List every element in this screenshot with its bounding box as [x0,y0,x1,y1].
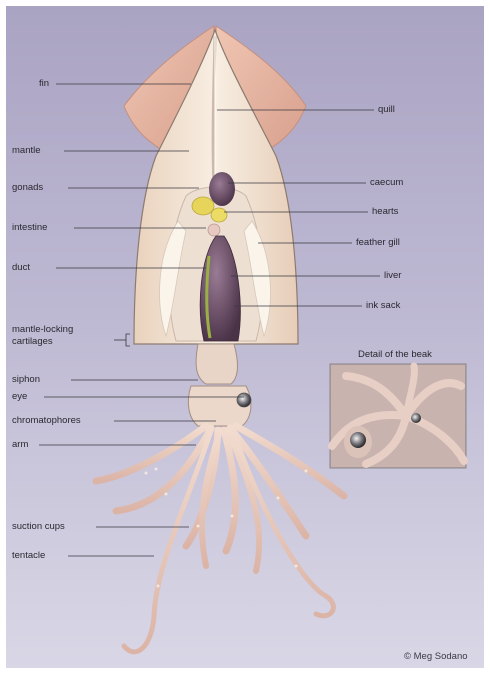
label-eye: eye [12,391,27,402]
credit-text: © Meg Sodano [404,651,468,662]
label-quill: quill [378,104,395,115]
label-hearts: hearts [372,206,398,217]
label-caecum: caecum [370,177,403,188]
label-mantle: mantle [12,145,41,156]
label-gonads: gonads [12,182,43,193]
label-liver: liver [384,270,401,281]
label-fin: fin [39,78,49,89]
label-ink-sack: ink sack [366,300,400,311]
siphon-shape [196,344,237,384]
hearts-shape [211,208,227,222]
label-cartilages: cartilages [12,336,53,347]
squid-illustration [6,6,484,668]
label-siphon: siphon [12,374,40,385]
arms [96,426,344,652]
label-tentacle: tentacle [12,550,45,561]
detail-title: Detail of the beak [358,349,432,360]
beak-detail-inset [330,364,466,468]
label-arm: arm [12,439,28,450]
label-suction-cups: suction cups [12,521,65,532]
eye-shape [237,393,251,407]
label-duct: duct [12,262,30,273]
label-feather-gill: feather gill [356,237,400,248]
squid-anatomy-diagram: fin mantle gonads intestine duct mantle-… [6,6,484,668]
gonads-shape [192,197,214,215]
label-chromatophores: chromatophores [12,415,81,426]
caecum-shape [209,172,235,206]
label-intestine: intestine [12,222,47,233]
label-mantle-locking: mantle-locking [12,324,73,335]
intestine-shape [208,224,220,236]
